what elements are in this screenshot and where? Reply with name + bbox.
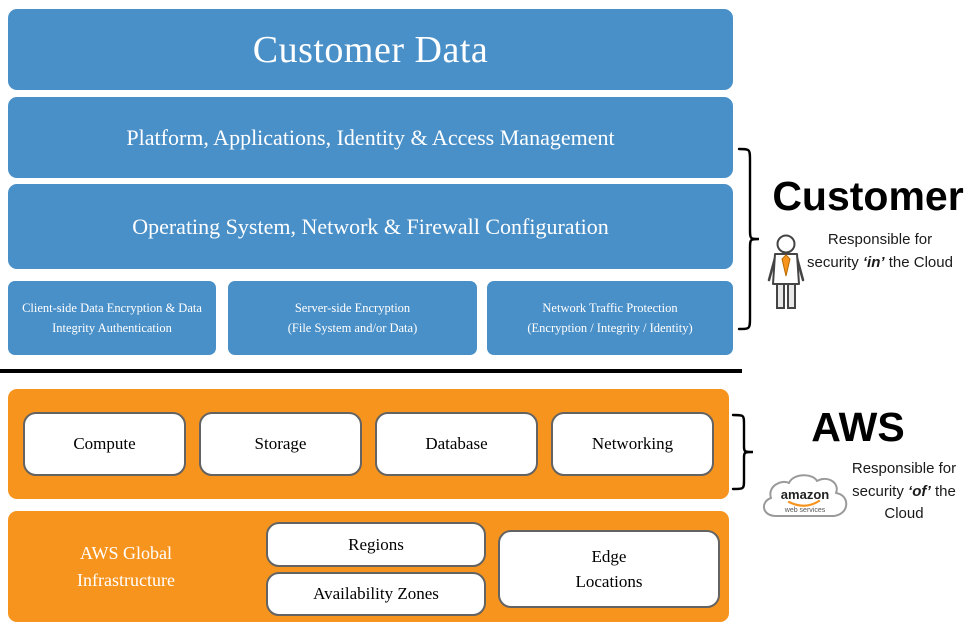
customer-caption: Responsible for security ‘in’ the Cloud: [800, 229, 960, 274]
edge-locations-box: Edge Locations: [498, 530, 720, 608]
aws-caption-emphasis: ‘of’: [908, 482, 931, 500]
compute-box: Compute: [23, 412, 186, 476]
customer-caption-prefix: Responsible for security: [807, 231, 933, 271]
aws-caption: Responsible for security ‘of’ the Cloud: [845, 458, 963, 526]
regions-label: Regions: [348, 534, 404, 554]
aws-services-bar: Compute Storage Database Networking: [8, 389, 729, 499]
aws-caption-suffix: the Cloud: [884, 482, 956, 523]
os-network-firewall-box: Operating System, Network & Firewall Con…: [8, 184, 733, 269]
networking-box: Networking: [551, 412, 714, 476]
aws-global-infrastructure-bar: AWS Global Infrastructure Regions Availa…: [8, 511, 729, 622]
storage-label: Storage: [254, 434, 307, 453]
aws-global-infrastructure-label: AWS Global Infrastructure: [77, 542, 175, 590]
customer-label: Customer: [772, 173, 964, 219]
aws-cloud-logo-icon: amazon web services: [763, 474, 848, 517]
regions-box: Regions: [266, 522, 486, 567]
networking-label: Networking: [591, 434, 674, 453]
availability-zones-label: Availability Zones: [313, 584, 439, 603]
aws-label: AWS: [811, 404, 905, 450]
customer-caption-suffix: the Cloud: [884, 253, 953, 271]
aws-logo-subtext: web services: [784, 507, 826, 514]
aws-bracket: [731, 413, 754, 491]
compute-label: Compute: [73, 434, 136, 453]
customer-data-label: Customer Data: [252, 28, 489, 71]
customer-bracket: [737, 147, 760, 331]
aws-logo-text: amazon: [781, 487, 829, 502]
client-side-encryption-box: Client-side Data Encryption & Data Integ…: [8, 281, 216, 355]
database-box: Database: [375, 412, 538, 476]
os-network-firewall-label: Operating System, Network & Firewall Con…: [132, 213, 609, 239]
storage-box: Storage: [199, 412, 362, 476]
availability-zones-box: Availability Zones: [266, 572, 486, 616]
network-traffic-protection-box: Network Traffic Protection (Encryption /…: [487, 281, 733, 355]
person-icon: [767, 234, 805, 309]
server-side-encryption-box: Server-side Encryption (File System and/…: [228, 281, 477, 355]
network-traffic-protection-label: Network Traffic Protection (Encryption /…: [527, 301, 693, 335]
platform-applications-label: Platform, Applications, Identity & Acces…: [126, 124, 615, 150]
aws-caption-prefix: Responsible for security: [851, 460, 957, 500]
customer-caption-emphasis: ‘in’: [862, 253, 885, 271]
database-label: Database: [425, 434, 488, 453]
platform-applications-box: Platform, Applications, Identity & Acces…: [8, 97, 733, 178]
customer-data-box: Customer Data: [8, 9, 733, 90]
client-side-encryption-label: Client-side Data Encryption & Data Integ…: [22, 301, 202, 335]
edge-locations-label: Edge Locations: [575, 546, 643, 592]
customer-aws-divider: [0, 369, 742, 373]
server-side-encryption-label: Server-side Encryption (File System and/…: [287, 301, 418, 335]
